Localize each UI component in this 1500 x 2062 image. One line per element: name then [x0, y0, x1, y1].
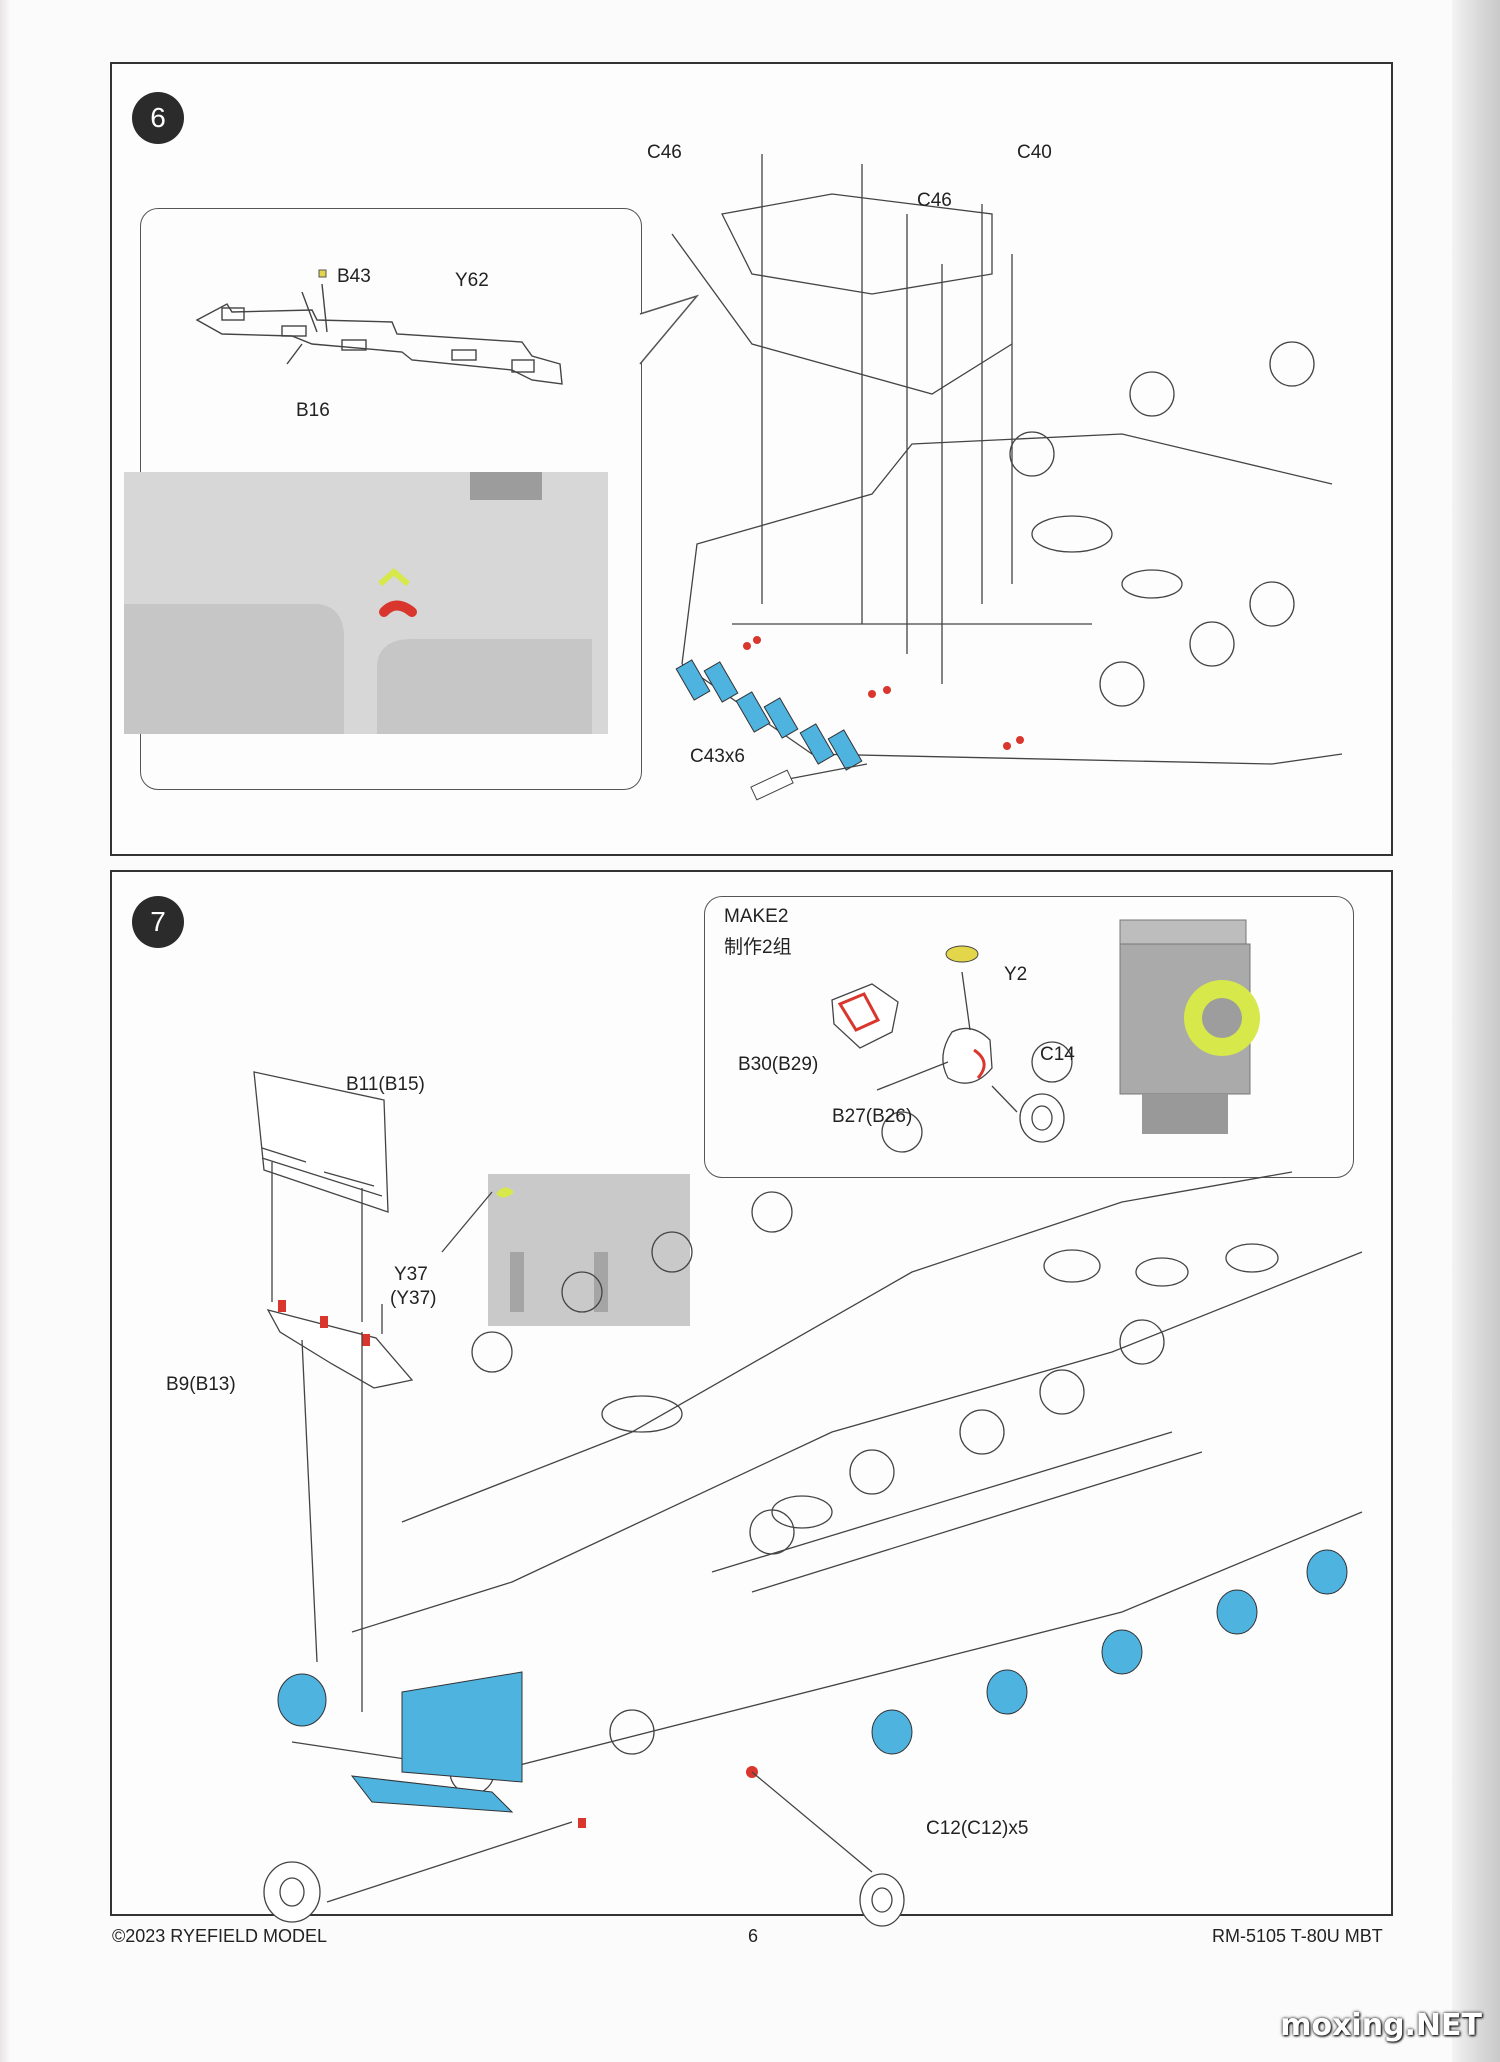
label-c46: C46 [647, 142, 682, 163]
label-c14: C14 [1040, 1044, 1075, 1065]
label-y37-alt: (Y37) [390, 1288, 437, 1309]
glue-points-b9 [278, 1300, 370, 1346]
step-number-badge: 6 [132, 92, 184, 144]
label-y37: Y37 [394, 1264, 428, 1285]
hull-main-step7 [291, 1041, 1363, 1795]
page-number: 6 [748, 1926, 759, 1946]
watermark-text: moxing.NET [1280, 2008, 1482, 2043]
part-b11 [253, 1071, 389, 1213]
loose-parts [263, 1861, 905, 1927]
step-7-panel: 7 [110, 870, 1393, 1927]
label-b9: B9(B13) [166, 1374, 236, 1395]
label-b43: B43 [337, 266, 371, 287]
step-6-drawing [124, 154, 1343, 801]
label-b27: B27(B26) [832, 1106, 913, 1127]
label-b16: B16 [296, 400, 330, 421]
label-c46-mid: C46 [917, 190, 952, 211]
part-b9 [266, 1308, 414, 1389]
part-c43 [750, 769, 794, 801]
page-edge-right [1452, 0, 1500, 2062]
copyright-text: ©2023 RYEFIELD MODEL [112, 1926, 328, 1946]
render-photo-step7 [488, 1174, 690, 1326]
assembly-arrows [271, 1162, 873, 1903]
roadwheel-c12 [1216, 1589, 1258, 1635]
glue-points-step6 [743, 636, 1024, 750]
label-c40: C40 [1017, 142, 1052, 163]
roadwheel-c12 [986, 1669, 1028, 1715]
glue-point-idler [578, 1818, 586, 1828]
label-y2: Y2 [1004, 964, 1028, 985]
part-y2 [945, 945, 979, 963]
roadwheel-c12 [1306, 1549, 1348, 1595]
step-number-badge: 7 [132, 896, 184, 948]
inset-pointer [639, 294, 700, 365]
label-make2-cn: 制作2组 [724, 937, 792, 958]
label-c12: C12(C12)x5 [926, 1818, 1029, 1839]
step-7-drawing [253, 919, 1363, 1927]
render-photo-step6 [124, 472, 608, 734]
page-edge-left [0, 0, 10, 2062]
product-code: RM-5105 T-80U MBT [1212, 1926, 1383, 1946]
roadwheel-c12 [871, 1709, 913, 1755]
label-y62: Y62 [455, 270, 489, 291]
hull-main-step6 [671, 154, 1343, 765]
track-guard-b16 [195, 283, 563, 385]
subassembly-parts [831, 971, 1065, 1143]
clamps-c43 [675, 659, 863, 771]
roadwheel-c12 [1101, 1629, 1143, 1675]
label-b11: B11(B15) [346, 1074, 425, 1095]
label-b30: B30(B29) [738, 1054, 819, 1075]
yellow-locator-mark [378, 568, 410, 587]
step-6-panel: 6 [110, 62, 1393, 856]
render-photo-step7-inset [1119, 919, 1260, 1134]
part-y62 [318, 269, 327, 278]
label-c43x6: C43x6 [690, 746, 745, 767]
highlighted-parts [277, 1549, 1348, 1813]
label-make2: MAKE2 [724, 906, 789, 927]
red-glue-mark [379, 600, 417, 617]
